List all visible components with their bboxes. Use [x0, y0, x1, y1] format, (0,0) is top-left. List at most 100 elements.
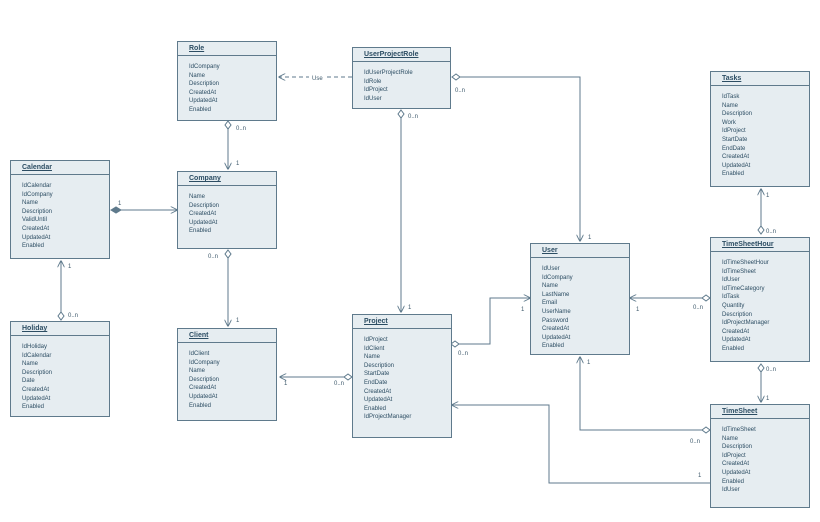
entity-field: IdTask	[722, 94, 740, 100]
mult-timesheet-project-one: 1	[698, 473, 702, 479]
entity-field: IdCompany	[189, 359, 220, 366]
mult-client-one-right: 1	[284, 381, 288, 387]
mult-project-user-many: 0..n	[458, 351, 468, 357]
entity-field: Enabled	[722, 345, 745, 352]
entity-title: Calendar	[11, 161, 109, 175]
entity-title: UserProjectRole	[353, 48, 450, 62]
entity-field: CreatedAt	[722, 154, 750, 161]
entity-title: TimeSheet	[711, 405, 809, 419]
entity-field: Name	[722, 102, 739, 109]
timesheethour-left-diamond	[701, 294, 711, 302]
entity-field: IdCompany	[22, 191, 53, 198]
entity-field: IdRole	[364, 78, 382, 85]
mult-upr-left-many: 0..n	[408, 114, 418, 120]
entity-field: Email	[542, 300, 558, 307]
entity-field: Description	[722, 311, 753, 318]
entity-field: Description	[22, 208, 53, 215]
entity-title: Client	[178, 329, 276, 343]
timesheethour-bottom-diamond	[757, 363, 765, 373]
mult-timesheethour-tasks-many: 0..n	[766, 229, 776, 235]
entity-field: IdTask	[722, 294, 740, 301]
timesheet-project-line	[452, 405, 712, 484]
calendar-composition-diamond	[110, 206, 122, 214]
entity-field: IdUser	[722, 487, 740, 494]
mult-user-one-top: 1	[588, 235, 592, 241]
entity-field: Enabled	[189, 402, 212, 409]
entity-field: StartDate	[364, 371, 390, 378]
timesheet-user-line	[580, 357, 703, 431]
entity-field: Enabled	[189, 228, 212, 235]
mult-calendar-one-bottom: 1	[68, 264, 72, 270]
entity-field: IdCompany	[189, 64, 220, 70]
timesheet-diamond	[701, 426, 711, 434]
entity-field: Description	[722, 111, 753, 118]
entity-field: IdProject	[722, 128, 746, 135]
entity-field: UpdatedAt	[722, 469, 751, 476]
entity-field: Description	[189, 81, 220, 88]
entity-field: IdCalendar	[22, 352, 52, 359]
timesheethour-top-diamond	[757, 225, 765, 235]
mult-upr-right-many: 0..n	[455, 88, 465, 94]
entity-field: IdTimeSheet	[722, 427, 756, 433]
mult-role-many: 0..n	[236, 126, 246, 132]
entity-field: IdUser	[542, 266, 560, 272]
mult-timesheethour-timesheet-many: 0..n	[766, 367, 776, 373]
project-left-diamond	[343, 373, 353, 381]
entity-title: Role	[178, 42, 276, 56]
entity-field: IdUserProjectRole	[364, 70, 413, 76]
entity-title: User	[531, 244, 629, 258]
mult-company-many: 0..n	[208, 254, 218, 260]
holiday-diamond	[57, 311, 65, 321]
entity-field: IdUser	[722, 277, 740, 284]
company-diamond	[224, 249, 232, 259]
entity-field: Enabled	[722, 171, 745, 178]
entity-field: LastName	[542, 291, 570, 298]
entity-title: Holiday	[11, 322, 109, 336]
upr-right-diamond	[451, 73, 461, 81]
mult-tasks-one: 1	[766, 193, 770, 199]
upr-left-diamond	[397, 109, 405, 119]
mult-timesheet-one-top: 1	[766, 396, 770, 402]
entity-field: IdUser	[364, 95, 382, 102]
entity-field: IdProject	[364, 337, 388, 343]
mult-calendar-one: 1	[118, 201, 122, 207]
mult-project-client-many: 0..n	[334, 381, 344, 387]
entity-field: Enabled	[22, 243, 45, 250]
entity-field: CreatedAt	[189, 211, 217, 218]
entity-field: UpdatedAt	[22, 234, 51, 241]
entity-field: IdHoliday	[22, 344, 48, 350]
entity-field: IdProjectManager	[722, 320, 770, 327]
entity-field: IdTimeSheetHour	[722, 260, 769, 266]
entity-field: CreatedAt	[189, 89, 217, 96]
entity-field: EndDate	[722, 145, 746, 152]
entity-field: ValidUntil	[22, 217, 47, 224]
entity-field: Enabled	[22, 404, 45, 411]
entity-field: Work	[722, 119, 736, 126]
entity-field: UpdatedAt	[364, 397, 393, 404]
entity-field: Quantity	[722, 302, 745, 309]
entity-field: Name	[22, 200, 39, 207]
entity-field: CreatedAt	[722, 461, 750, 468]
mult-user-one-bottom: 1	[587, 360, 591, 366]
role-diamond	[224, 120, 232, 130]
mult-user-one-left: 1	[521, 307, 525, 313]
entity-field: CreatedAt	[722, 328, 750, 335]
